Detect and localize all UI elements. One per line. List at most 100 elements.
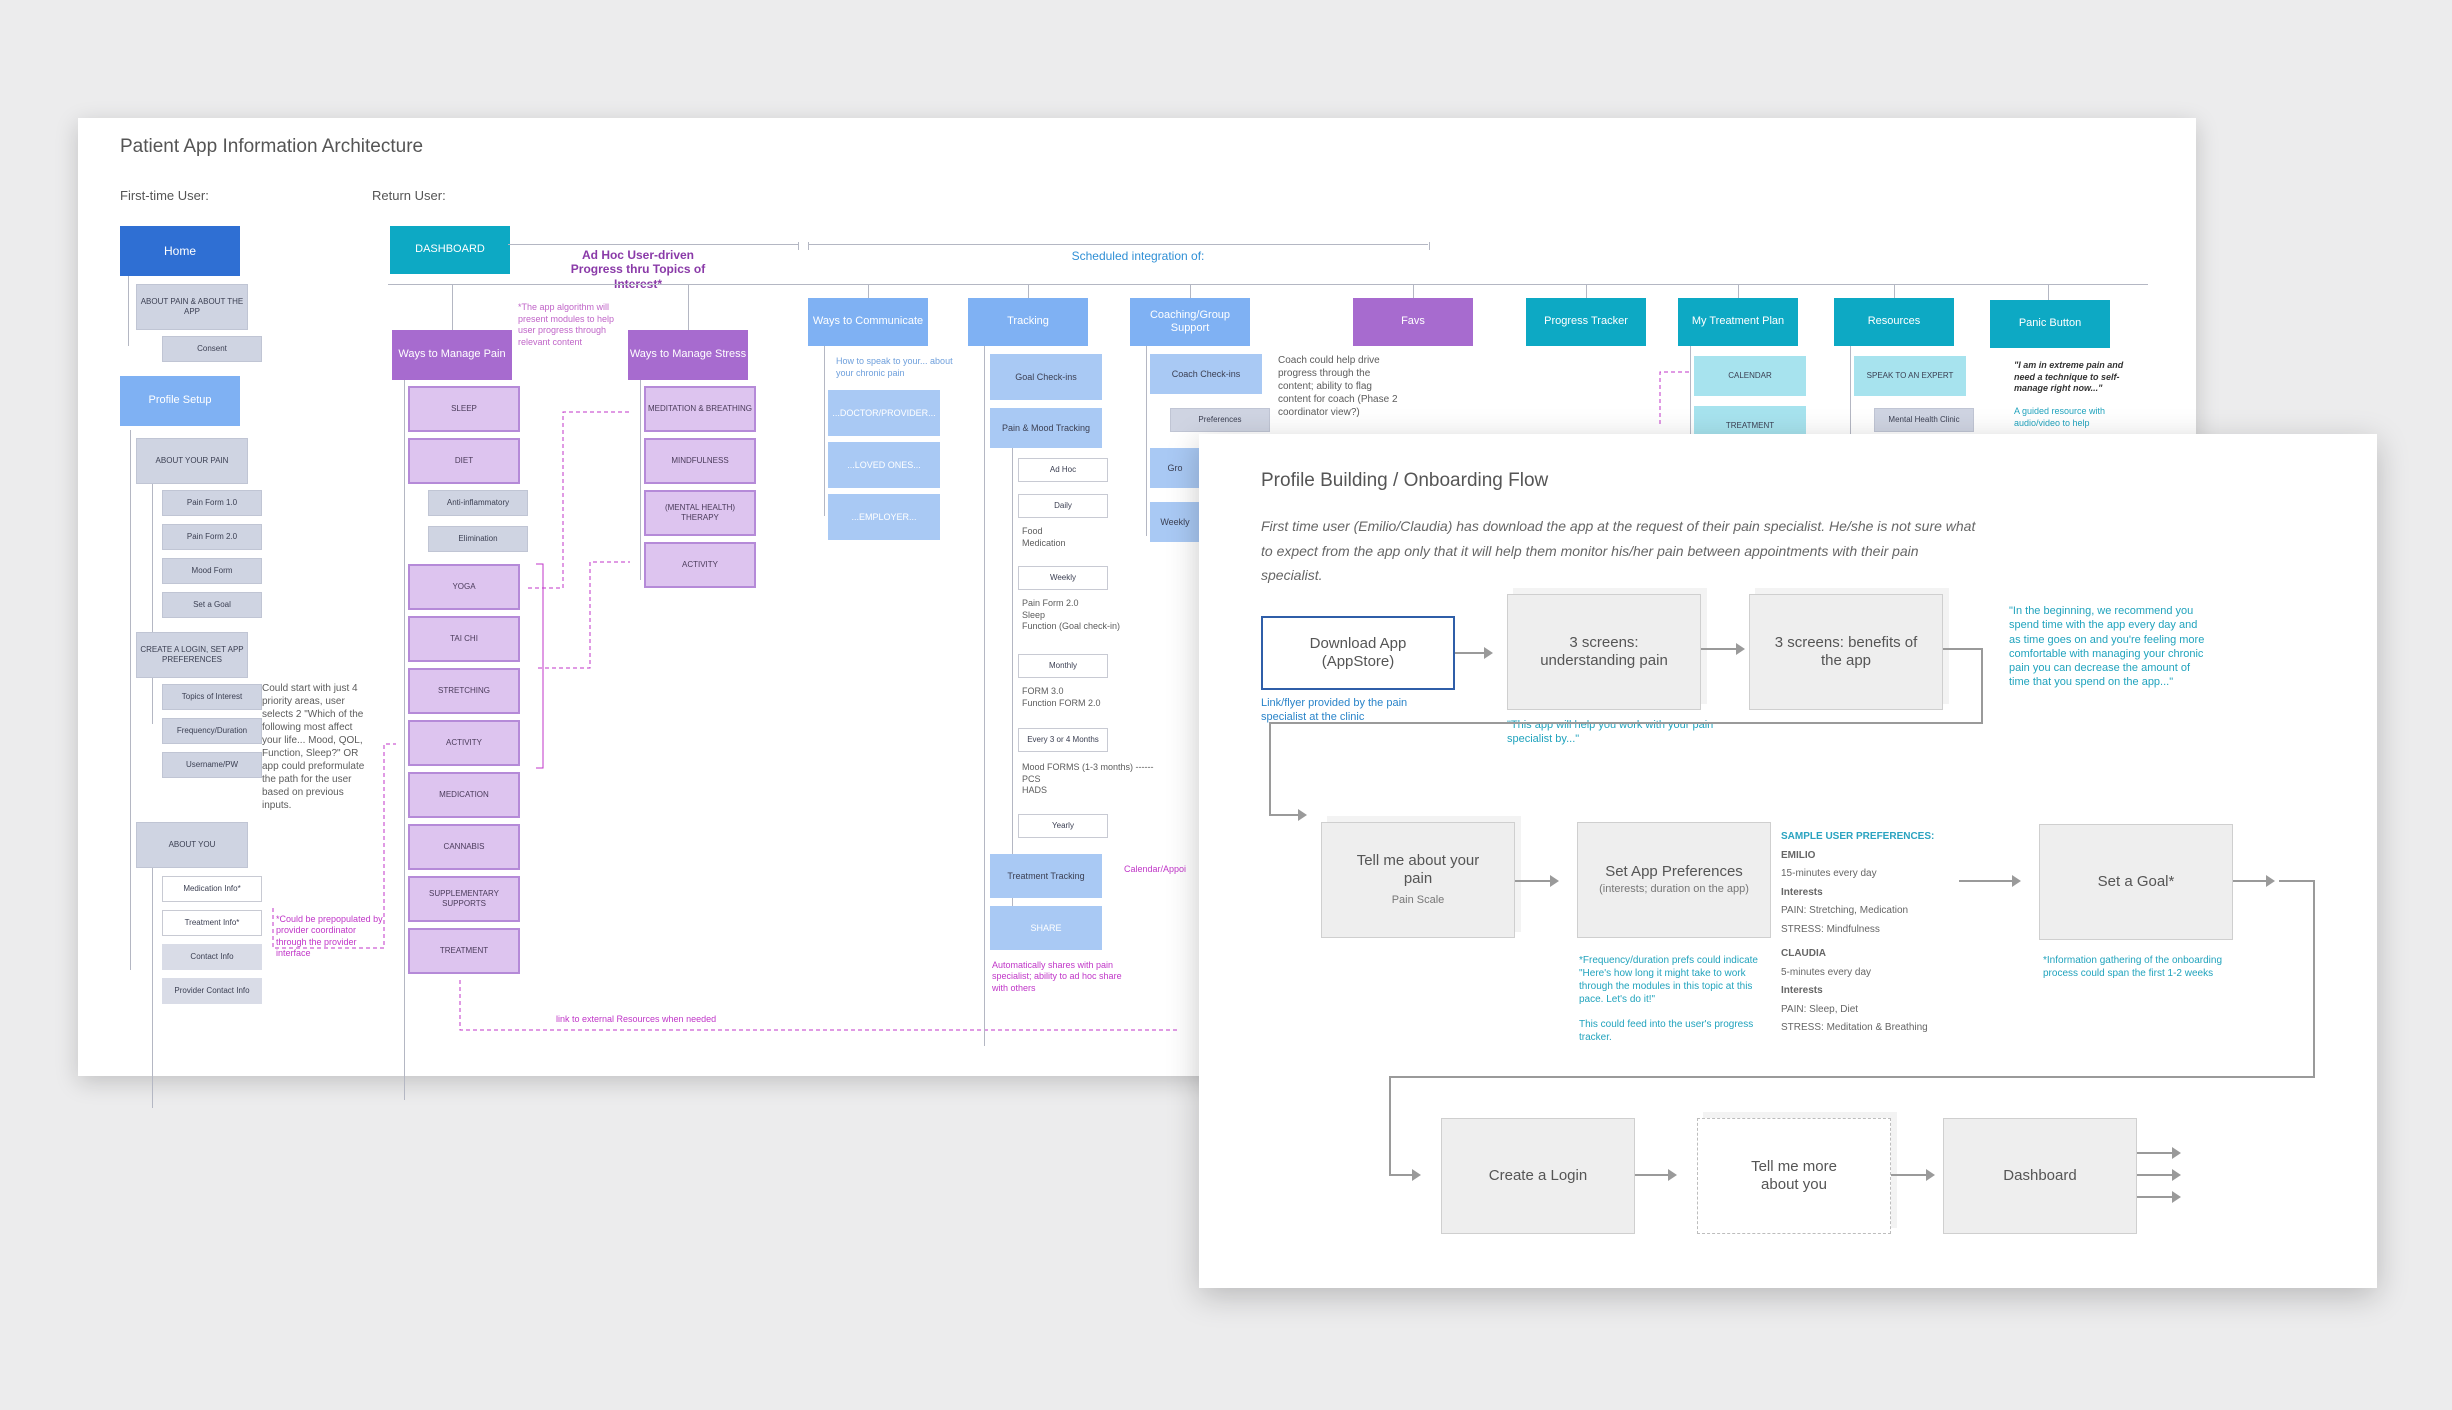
months-detail: Mood FORMS (1-3 months) ------ PCS HADS [1022,762,1154,796]
panic-quote: "I am in extreme pain and need a techniq… [2014,360,2124,394]
recommend-note: "In the beginning, we recommend you spen… [2009,605,2205,689]
sleep-node[interactable]: SLEEP [408,386,520,432]
arrow-4 [1515,875,1559,887]
dashboard-label: Dashboard [2003,1167,2077,1184]
share-node[interactable]: SHARE [990,906,1102,950]
pain-form-2-node[interactable]: Pain Form 2.0 [162,524,262,550]
medication-info-node[interactable]: Medication Info* [162,876,262,902]
favs-node[interactable]: Favs [1353,298,1473,346]
dashed-connectors [272,411,1178,1031]
understanding-box[interactable]: 3 screens: understanding pain [1507,594,1701,710]
claudia-interests-label: Interests [1781,985,1823,996]
tai-chi-node[interactable]: TAI CHI [408,616,520,662]
treatment-info-node[interactable]: Treatment Info* [162,910,262,936]
goal-note: *Information gathering of the onboarding… [2043,955,2223,979]
calendar-note: Calendar/Appoi [1124,864,1187,874]
arrow-1 [1455,647,1493,659]
emilio-stress: STRESS: Mindfulness [1781,923,1880,935]
emilio-time: 15-minutes every day [1781,868,1877,879]
mood-form-node[interactable]: Mood Form [162,558,262,584]
topics-interest-node[interactable]: Topics of Interest [162,684,262,710]
loved-ones-node[interactable]: ...LOVED ONES... [828,442,940,488]
contact-info-node[interactable]: Contact Info [162,944,262,970]
resources-node[interactable]: Resources [1834,298,1954,346]
treatment-tracking-node[interactable]: Treatment Tracking [990,854,1102,898]
goal-checkins-node[interactable]: Goal Check-ins [990,354,1102,400]
set-goal-box[interactable]: Set a Goal* [2039,824,2233,940]
medication-node[interactable]: MEDICATION [408,772,520,818]
priority-note: Could start with just 4 priority areas, … [262,683,365,811]
meditation-node[interactable]: MEDITATION & BREATHING [644,386,756,432]
doctor-node[interactable]: ...DOCTOR/PROVIDER... [828,390,940,436]
ways-pain-node[interactable]: Ways to Manage Pain [392,330,512,380]
provider-contact-node[interactable]: Provider Contact Info [162,978,262,1004]
treatment-plan-node[interactable]: My Treatment Plan [1678,298,1798,346]
consent-node[interactable]: Consent [162,336,262,362]
username-node[interactable]: Username/PW [162,752,262,778]
mindfulness-node[interactable]: MINDFULNESS [644,438,756,484]
pain-mood-tracking-node[interactable]: Pain & Mood Tracking [990,408,1102,448]
stress-activity-node[interactable]: ACTIVITY [644,542,756,588]
set-goal-node[interactable]: Set a Goal [162,592,262,618]
tell-more-label: Tell me more about you [1751,1158,1837,1193]
tracking-node[interactable]: Tracking [968,298,1088,346]
every-34-months-node[interactable]: Every 3 or 4 Months [1018,728,1108,752]
set-prefs-box[interactable]: Set App Preferences (interests; duration… [1577,822,1771,938]
about-pain-app-node[interactable]: ABOUT PAIN & ABOUT THE APP [136,284,248,330]
activity-node[interactable]: ACTIVITY [408,720,520,766]
about-you-node[interactable]: ABOUT YOU [136,822,248,868]
create-login-box[interactable]: Create a Login [1441,1118,1635,1234]
stretching-node[interactable]: STRETCHING [408,668,520,714]
mental-health-clinic-node[interactable]: Mental Health Clinic [1874,408,1974,432]
panic-note: A guided resource with audio/video to he… [2014,406,2106,428]
benefits-label: 3 screens: benefits of the app [1774,634,1918,669]
profile-setup-node[interactable]: Profile Setup [120,376,240,426]
create-login-node[interactable]: CREATE A LOGIN, SET APP PREFERENCES [136,632,248,678]
supplementary-node[interactable]: SUPPLEMENTARY SUPPORTS [408,876,520,922]
dashboard-arrow-3 [2137,1191,2181,1203]
monthly-detail: FORM 3.0 Function FORM 2.0 [1022,686,1101,708]
daily-node[interactable]: Daily [1018,494,1108,518]
dashboard-node[interactable]: DASHBOARD [390,226,510,274]
adhoc-node[interactable]: Ad Hoc [1018,458,1108,482]
home-node[interactable]: Home [120,226,240,276]
prepopulated-note: *Could be prepopulated by provider coord… [276,914,383,958]
prefs-note: *Frequency/duration prefs could indicate… [1579,955,1758,1005]
emilio-interests-label: Interests [1781,886,1823,898]
diet-node[interactable]: DIET [408,438,520,484]
employer-node[interactable]: ...EMPLOYER... [828,494,940,540]
anti-inflammatory-node[interactable]: Anti-inflammatory [428,490,528,516]
cannabis-node[interactable]: CANNABIS [408,824,520,870]
pain-form-1-node[interactable]: Pain Form 1.0 [162,490,262,516]
benefits-box[interactable]: 3 screens: benefits of the app [1749,594,1943,710]
about-your-pain-node[interactable]: ABOUT YOUR PAIN [136,438,248,484]
claudia-time: 5-minutes every day [1781,966,1872,978]
yearly-node[interactable]: Yearly [1018,814,1108,838]
emilio-label: EMILIO [1781,849,1816,861]
yoga-node[interactable]: YOGA [408,564,520,610]
treatment-node[interactable]: TREATMENT [408,928,520,974]
preferences-node[interactable]: Preferences [1170,408,1270,432]
set-prefs-sub: (interests; duration on the app) [1599,883,1749,896]
group-node-partial[interactable]: Gro [1150,448,1200,488]
panic-button-node[interactable]: Panic Button [1990,300,2110,348]
dashboard-box[interactable]: Dashboard [1943,1118,2137,1234]
coach-checkins-node[interactable]: Coach Check-ins [1150,354,1262,394]
therapy-node[interactable]: (MENTAL HEALTH) THERAPY [644,490,756,536]
weekly-node[interactable]: Weekly [1018,566,1108,590]
download-app-box[interactable]: Download App (AppStore) [1261,616,1455,690]
ways-communicate-node[interactable]: Ways to Communicate [808,298,928,346]
elimination-node[interactable]: Elimination [428,526,528,552]
calendar-node[interactable]: CALENDAR [1694,356,1806,396]
monthly-node[interactable]: Monthly [1018,654,1108,678]
tell-more-box[interactable]: Tell me more about you [1697,1118,1891,1234]
progress-tracker-node[interactable]: Progress Tracker [1526,298,1646,346]
tell-pain-box[interactable]: Tell me about your pain Pain Scale [1321,822,1515,938]
arrow-6 [2233,875,2275,887]
speak-expert-node[interactable]: SPEAK TO AN EXPERT [1854,356,1966,396]
ways-stress-node[interactable]: Ways to Manage Stress [628,330,748,380]
coaching-node[interactable]: Coaching/Group Support [1130,298,1250,346]
weekly-coaching-node-partial[interactable]: Weekly [1150,502,1200,542]
arrow-7 [1389,1169,1421,1181]
frequency-node[interactable]: Frequency/Duration [162,718,262,744]
